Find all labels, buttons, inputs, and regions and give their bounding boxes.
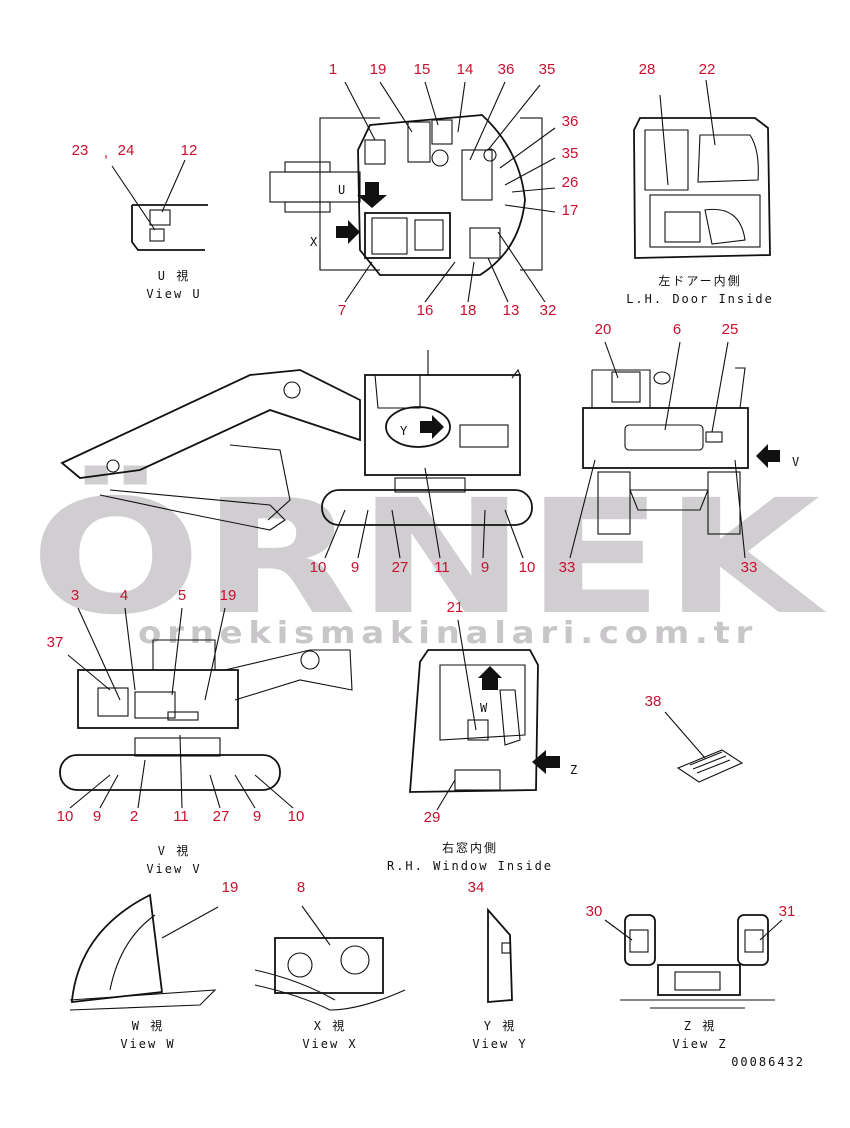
part-number-callout: 5 — [178, 587, 186, 604]
view-arrow-u-label: U — [338, 183, 347, 197]
watermark: ÖRNEK ornekismakinalari.com.tr — [30, 464, 827, 651]
part-number-callout: 15 — [414, 61, 431, 78]
part-number-callout: 16 — [417, 302, 434, 319]
part-number-callout: 17 — [562, 202, 579, 219]
rear-view: V 20 6 25 33 33 — [559, 321, 801, 576]
part-number-callout: 24 — [118, 142, 135, 159]
manual-book: 38 — [645, 693, 744, 783]
drawing-number: 00086432 — [731, 1055, 805, 1069]
window-caption-jp: 右窓内側 — [442, 840, 498, 855]
part-number-callout: 27 — [392, 559, 409, 576]
part-number-callout: 30 — [586, 903, 603, 920]
part-number-callout: 37 — [47, 634, 64, 651]
part-number-callout: 22 — [699, 61, 716, 78]
part-number-callout: 10 — [57, 808, 74, 825]
part-number-callout: 9 — [253, 808, 261, 825]
part-number-callout: 34 — [468, 879, 485, 896]
door-caption-en: L.H. Door Inside — [626, 292, 774, 306]
view-arrow-w-label: W — [480, 701, 489, 715]
view-arrow-x-label: X — [310, 235, 319, 249]
view-y-caption-en: View Y — [472, 1037, 527, 1051]
part-number-callout: 38 — [645, 693, 662, 710]
part-number-callout: 11 — [173, 808, 189, 825]
door-caption-jp: 左ドアー内側 — [658, 273, 741, 288]
part-number-callout: 33 — [741, 559, 758, 576]
part-number-callout: 11 — [434, 559, 450, 576]
part-number-callout: 19 — [222, 879, 239, 896]
view-w-caption-jp: W 視 — [132, 1018, 164, 1033]
part-number-callout: 36 — [498, 61, 515, 78]
part-number-callout: 19 — [370, 61, 387, 78]
watermark-url: ornekismakinalari.com.tr — [138, 616, 758, 651]
view-u: 23 , 24 12 U 視 View U — [72, 142, 208, 301]
top-view-callouts: 1 19 15 14 36 35 36 35 26 17 7 16 18 13 … — [329, 61, 579, 319]
part-number-callout: 2 — [130, 808, 138, 825]
part-number-callout: 9 — [351, 559, 359, 576]
part-number-callout: 20 — [595, 321, 612, 338]
part-number-callout: 35 — [562, 145, 579, 162]
side-view: Y 10 9 27 11 9 10 — [60, 350, 536, 576]
view-u-caption-en: View U — [146, 287, 201, 301]
part-number-callout: 35 — [539, 61, 556, 78]
view-z-caption-jp: Z 視 — [684, 1018, 716, 1033]
part-number-callout: 10 — [310, 559, 327, 576]
view-v-caption-en: View V — [146, 862, 201, 876]
top-view-drawing: U X — [269, 112, 543, 282]
part-number-callout: 29 — [424, 809, 441, 826]
part-number-callout: 21 — [447, 599, 464, 616]
door-view: 28 22 左ドアー内側 L.H. Door Inside — [626, 61, 774, 306]
part-number-callout: 31 — [779, 903, 796, 920]
view-w: 19 W 視 View W — [69, 879, 239, 1051]
part-number-callout: 14 — [457, 61, 474, 78]
part-number-callout: 36 — [562, 113, 579, 130]
part-number-callout: 33 — [559, 559, 576, 576]
part-number-callout: 28 — [639, 61, 656, 78]
view-z-caption-en: View Z — [672, 1037, 727, 1051]
view-x-caption-jp: X 視 — [314, 1018, 346, 1033]
view-w-caption-en: View W — [120, 1037, 175, 1051]
part-number-callout: 9 — [93, 808, 101, 825]
part-number-callout: 10 — [519, 559, 536, 576]
part-number-callout: 25 — [722, 321, 739, 338]
part-number-callout: 18 — [460, 302, 477, 319]
view-arrow-z-label: Z — [570, 763, 579, 777]
view-x: 8 X 視 View X — [254, 879, 406, 1051]
part-number-callout: 19 — [220, 587, 237, 604]
part-number-callout: 4 — [120, 587, 128, 604]
view-v-caption-jp: V 視 — [158, 843, 190, 858]
window-caption-en: R.H. Window Inside — [387, 859, 553, 873]
part-number-callout: 7 — [338, 302, 346, 319]
view-v: 3 4 5 19 37 10 9 2 11 27 9 10 V 視 View V — [47, 587, 353, 876]
part-number-callout: 9 — [481, 559, 489, 576]
view-x-caption-en: View X — [302, 1037, 357, 1051]
part-number-callout: 6 — [673, 321, 681, 338]
view-arrow-v-label: V — [792, 455, 801, 469]
part-number-callout: 3 — [71, 587, 79, 604]
part-number-callout: 12 — [181, 142, 198, 159]
part-number-callout: 1 — [329, 61, 337, 78]
view-y: 34 Y 視 View Y — [468, 879, 527, 1051]
part-number-callout: 23 — [72, 142, 89, 159]
part-number-callout: 10 — [288, 808, 305, 825]
view-y-caption-jp: Y 視 — [484, 1018, 516, 1033]
view-arrow-y-label: Y — [400, 424, 409, 438]
part-number-callout: 8 — [297, 879, 305, 896]
svg-text:,: , — [104, 144, 108, 161]
part-number-callout: 26 — [562, 174, 579, 191]
window-view: W Z 21 29 右窓内側 R.H. Window Inside — [387, 599, 579, 873]
view-u-caption-jp: U 視 — [158, 268, 190, 283]
part-number-callout: 32 — [540, 302, 557, 319]
part-number-callout: 27 — [213, 808, 230, 825]
part-number-callout: 13 — [503, 302, 520, 319]
view-z: 30 31 Z 視 View Z — [586, 903, 796, 1051]
